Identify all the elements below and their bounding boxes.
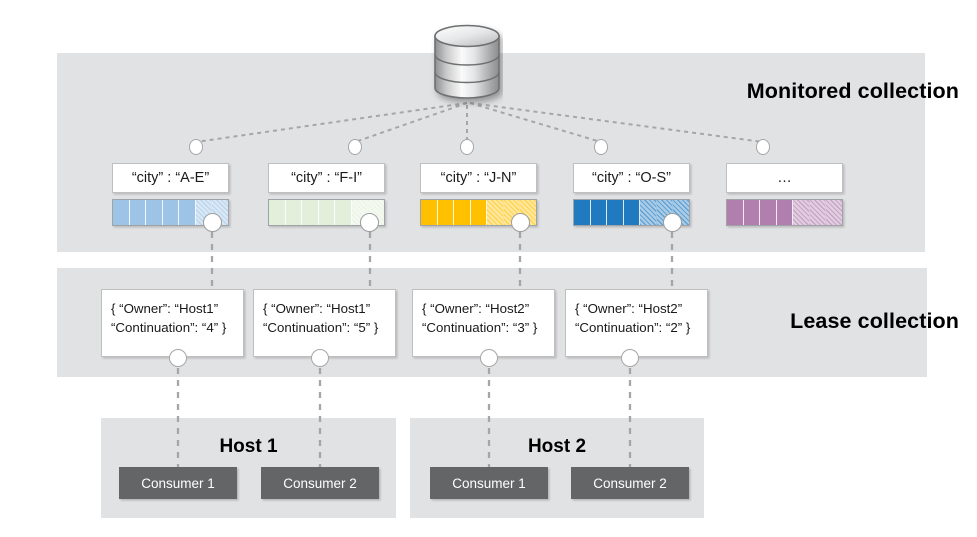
lease-owner-line: { “Owner”: “Host2” xyxy=(575,301,683,316)
partition-cell-filled xyxy=(335,200,352,225)
lease-document-4: { “Owner”: “Host2” “Continuation”: “2” } xyxy=(565,289,708,357)
lease-consumer-handle-3 xyxy=(480,349,498,367)
lease-document-2: { “Owner”: “Host1” “Continuation”: “5” } xyxy=(253,289,396,357)
partition-key-label: “city” : “F-I” xyxy=(291,170,362,186)
partition-cell-filled xyxy=(269,200,286,225)
partition-cell-filled xyxy=(574,200,591,225)
lease-owner-line: { “Owner”: “Host1” xyxy=(263,301,371,316)
partition-connector-knob xyxy=(460,139,474,155)
partition-cell-filled xyxy=(146,200,163,225)
database-cylinder-icon xyxy=(431,20,503,108)
partition-connector-knob xyxy=(594,139,608,155)
consumer-label: Consumer 1 xyxy=(452,475,526,491)
lease-continuation-line: “Continuation”: “2” } xyxy=(575,320,691,335)
lease-continuation-line: “Continuation”: “3” } xyxy=(422,320,538,335)
lease-document-1: { “Owner”: “Host1” “Continuation”: “4” } xyxy=(101,289,244,357)
partition-key-box-2: “city” : “F-I” xyxy=(268,163,385,193)
lease-continuation-line: “Continuation”: “4” } xyxy=(111,320,227,335)
partition-lease-handle-2 xyxy=(360,213,379,232)
partition-cell-pending xyxy=(793,200,810,225)
partition-key-box-5: … xyxy=(726,163,843,193)
partition-cell-pending xyxy=(826,200,843,225)
partition-cell-filled xyxy=(623,200,641,225)
host-title: Host 1 xyxy=(219,436,278,457)
partition-cell-filled xyxy=(760,200,777,225)
partition-cell-filled xyxy=(421,200,438,225)
partition-cell-pending xyxy=(640,200,657,225)
partition-cell-filled xyxy=(179,200,196,225)
consumer-label: Consumer 1 xyxy=(141,475,215,491)
partition-cell-filled xyxy=(129,200,147,225)
partition-key-label: … xyxy=(777,170,792,186)
partition-cell-filled xyxy=(285,200,303,225)
partition-key-box-4: “city” : “O-S” xyxy=(573,163,690,193)
partition-cell-filled xyxy=(470,200,488,225)
consumer-box-host1-1[interactable]: Consumer 1 xyxy=(119,467,237,499)
monitored-collection-label: Monitored collection xyxy=(746,79,959,103)
partition-cell-filled xyxy=(162,200,180,225)
partition-connector-knob xyxy=(348,139,362,155)
partition-key-box-1: “city” : “A-E” xyxy=(112,163,229,193)
partition-key-box-3: “city” : “J-N” xyxy=(420,163,537,193)
partition-cell-filled xyxy=(776,200,794,225)
partition-cell-filled xyxy=(318,200,336,225)
consumer-label: Consumer 2 xyxy=(593,475,667,491)
partition-key-label: “city” : “O-S” xyxy=(592,170,671,186)
lease-owner-line: { “Owner”: “Host2” xyxy=(422,301,530,316)
lease-owner-line: { “Owner”: “Host1” xyxy=(111,301,219,316)
partition-cell-filled xyxy=(590,200,608,225)
partition-cell-pending xyxy=(487,200,504,225)
consumer-box-host1-2[interactable]: Consumer 2 xyxy=(261,467,379,499)
consumer-label: Consumer 2 xyxy=(283,475,357,491)
lease-consumer-handle-2 xyxy=(311,349,329,367)
partition-cell-filled xyxy=(727,200,744,225)
host-title: Host 2 xyxy=(527,436,587,457)
partition-connector-knob xyxy=(756,139,770,155)
lease-consumer-handle-1 xyxy=(169,349,187,367)
lease-continuation-line: “Continuation”: “5” } xyxy=(263,320,379,335)
lease-collection-label: Lease collection xyxy=(790,309,959,333)
partition-cell-filled xyxy=(437,200,455,225)
partition-lease-handle-3 xyxy=(511,213,530,232)
partition-cell-filled xyxy=(743,200,761,225)
partition-bar-5 xyxy=(726,199,843,226)
partition-cell-filled xyxy=(454,200,471,225)
partition-lease-handle-4 xyxy=(663,213,682,232)
partition-cell-filled xyxy=(302,200,319,225)
lease-consumer-handle-4 xyxy=(621,349,639,367)
partition-bar-3 xyxy=(420,199,537,226)
partition-cell-filled xyxy=(113,200,130,225)
partition-key-label: “city” : “J-N” xyxy=(440,170,517,186)
lease-document-3: { “Owner”: “Host2” “Continuation”: “3” } xyxy=(412,289,555,357)
partition-key-label: “city” : “A-E” xyxy=(131,170,210,186)
consumer-box-host2-1[interactable]: Consumer 1 xyxy=(430,467,548,499)
consumer-box-host2-2[interactable]: Consumer 2 xyxy=(571,467,689,499)
partition-cell-pending xyxy=(809,200,827,225)
partition-lease-handle-1 xyxy=(203,213,222,232)
partition-connector-knob xyxy=(189,139,203,155)
partition-cell-filled xyxy=(607,200,624,225)
